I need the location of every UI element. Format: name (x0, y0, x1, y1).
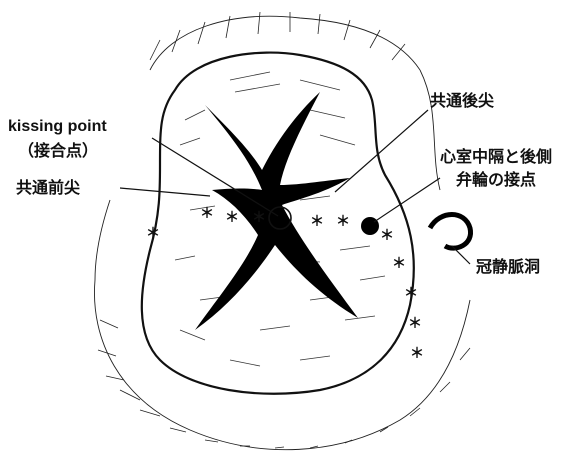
common-posterior-leaflet-label: 共通後尖 (430, 92, 494, 110)
suture-mark: ＊ (146, 226, 160, 242)
suture-mark: ＊ (404, 286, 418, 302)
suture-mark: ＊ (336, 214, 350, 230)
coronary-sinus-shape (430, 215, 471, 249)
suture-mark: ＊ (380, 228, 394, 244)
septum-annulus-junction-label-1: 心室中隔と後側 (440, 148, 552, 166)
suture-mark: ＊ (252, 210, 266, 226)
suture-mark: ＊ (200, 206, 214, 222)
septum-annulus-junction-dot (361, 217, 379, 235)
suture-mark: ＊ (408, 316, 422, 332)
suture-mark: ＊ (310, 214, 324, 230)
kissing-point-label: kissing point (8, 118, 107, 136)
suture-mark: ＊ (225, 210, 239, 226)
coronary-sinus-label: 冠静脈洞 (476, 258, 540, 276)
septum-annulus-junction-label-2: 弁輪の接点 (456, 171, 536, 189)
suture-mark: ＊ (392, 256, 406, 272)
suture-mark: ＊ (410, 346, 424, 362)
kissing-point-jp-label: （接合点） (18, 142, 98, 160)
common-anterior-leaflet-label: 共通前尖 (16, 179, 80, 197)
